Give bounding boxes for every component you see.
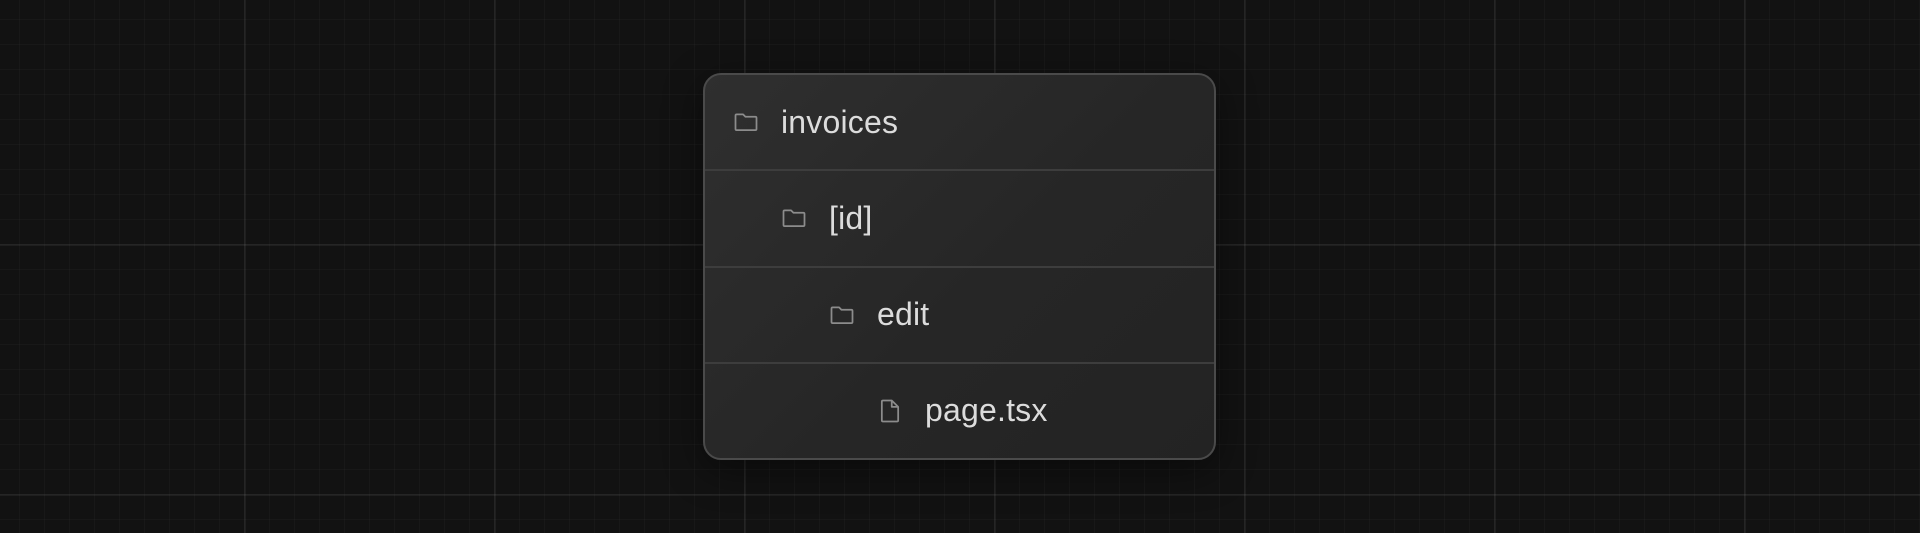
tree-item-label: edit bbox=[877, 296, 930, 333]
folder-icon bbox=[731, 107, 761, 137]
folder-icon bbox=[827, 300, 857, 330]
tree-item-label: [id] bbox=[829, 199, 873, 236]
tree-row-id[interactable]: [id] bbox=[705, 171, 1214, 268]
tree-row-invoices[interactable]: invoices bbox=[705, 75, 1214, 172]
file-tree-panel: invoices [id] edit page.tsx bbox=[703, 73, 1216, 460]
tree-item-label: invoices bbox=[781, 103, 899, 140]
tree-row-page-tsx[interactable]: page.tsx bbox=[705, 364, 1214, 458]
file-icon bbox=[875, 396, 905, 426]
tree-row-edit[interactable]: edit bbox=[705, 268, 1214, 364]
folder-icon bbox=[779, 203, 809, 233]
tree-item-label: page.tsx bbox=[925, 392, 1048, 429]
